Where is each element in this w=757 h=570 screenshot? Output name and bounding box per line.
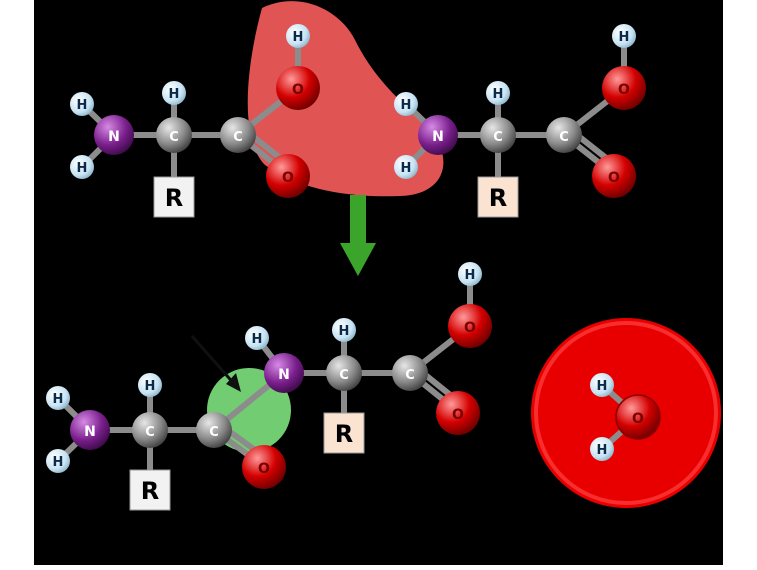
hydrogen-label: H [77, 98, 88, 113]
r-group: R [477, 176, 519, 218]
hydrogen-atom: H [590, 373, 614, 397]
carbon-label: C [493, 130, 503, 145]
hydrogen-atom: H [332, 318, 356, 342]
oxygen-atom: O [615, 394, 661, 440]
hydrogen-label: H [293, 30, 304, 45]
r-group-label: R [141, 477, 159, 505]
alpha-carbon-atom: C [326, 355, 362, 391]
hydrogen-atom: H [46, 386, 70, 410]
carbon-label: C [145, 425, 155, 440]
hydrogen-label: H [77, 161, 88, 176]
hydrogen-label: H [401, 98, 412, 113]
hydrogen-atom: H [70, 155, 94, 179]
nitrogen-label: N [108, 129, 120, 145]
alpha-carbon-atom: C [132, 412, 168, 448]
hydrogen-atom: H [46, 449, 70, 473]
hydrogen-label: H [465, 268, 476, 283]
hydrogen-atom: H [486, 81, 510, 105]
hydrogen-atom: H [394, 155, 418, 179]
down-arrow-icon [340, 195, 376, 276]
carbon-label: C [233, 130, 243, 145]
oxygen-label: O [632, 411, 644, 427]
carbon-label: C [339, 368, 349, 383]
dipeptide: H H N H C R C O H N H C R C H O O [46, 262, 492, 511]
hydrogen-label: H [169, 87, 180, 102]
nitrogen-atom: N [70, 410, 110, 450]
hydrogen-atom: H [70, 92, 94, 116]
oxygen-label: O [618, 82, 630, 98]
hydrogen-atom: H [162, 81, 186, 105]
carbonyl-carbon-atom: C [196, 412, 232, 448]
oxygen-atom: O [602, 66, 646, 110]
oxygen-atom: O [448, 304, 492, 348]
carbon-label: C [209, 425, 219, 440]
r-group: R [323, 412, 365, 454]
oxygen-atom: O [276, 66, 320, 110]
oxygen-label: O [452, 407, 464, 423]
r-group: R [129, 469, 171, 511]
hydrogen-label: H [339, 324, 350, 339]
pointer-arrow-icon [190, 335, 241, 392]
nitrogen-label: N [278, 367, 290, 383]
hydrogen-label: H [53, 392, 64, 407]
carboxyl-carbon-atom: C [220, 117, 256, 153]
oxygen-atom: O [242, 445, 286, 489]
hydrogen-label: H [597, 443, 608, 458]
hydrogen-label: H [597, 379, 608, 394]
hydrogen-label: H [619, 30, 630, 45]
carbon-label: C [169, 130, 179, 145]
carbon-label: C [405, 368, 415, 383]
nitrogen-atom: N [264, 353, 304, 393]
oxygen-atom: O [436, 391, 480, 435]
alpha-carbon-atom: C [480, 117, 516, 153]
nitrogen-label: N [84, 424, 96, 440]
hydrogen-atom: H [612, 24, 636, 48]
alpha-carbon-atom: C [156, 117, 192, 153]
carbon-label: C [559, 130, 569, 145]
oxygen-label: O [608, 170, 620, 186]
hydrogen-label: H [145, 379, 156, 394]
oxygen-label: O [258, 461, 270, 477]
hydrogen-label: H [252, 332, 263, 347]
water-molecule-highlight-rim [534, 321, 718, 505]
oxygen-label: O [282, 170, 294, 186]
r-group-label: R [335, 420, 353, 448]
r-group-label: R [489, 184, 507, 212]
hydrogen-label: H [401, 161, 412, 176]
hydrogen-atom: H [458, 262, 482, 286]
oxygen-atom: O [592, 154, 636, 198]
hydrogen-atom: H [590, 437, 614, 461]
r-group: R [153, 176, 195, 218]
carboxyl-carbon-atom: C [546, 117, 582, 153]
oxygen-atom: O [266, 154, 310, 198]
oxygen-label: O [292, 82, 304, 98]
nitrogen-atom: N [418, 115, 458, 155]
r-group-label: R [165, 184, 183, 212]
nitrogen-atom: N [94, 115, 134, 155]
amino-acid-2: H H N H C R C H O O [394, 24, 646, 218]
amino-acid-1: H H N H C R C H O O [70, 24, 320, 218]
hydrogen-atom: H [245, 326, 269, 350]
carboxyl-carbon-atom: C [392, 355, 428, 391]
hydrogen-label: H [53, 455, 64, 470]
hydrogen-label: H [493, 87, 504, 102]
hydrogen-atom: H [138, 373, 162, 397]
oxygen-label: O [464, 320, 476, 336]
water-molecule: H H O [590, 373, 661, 461]
hydrogen-atom: H [394, 92, 418, 116]
hydrogen-atom: H [286, 24, 310, 48]
nitrogen-label: N [432, 129, 444, 145]
